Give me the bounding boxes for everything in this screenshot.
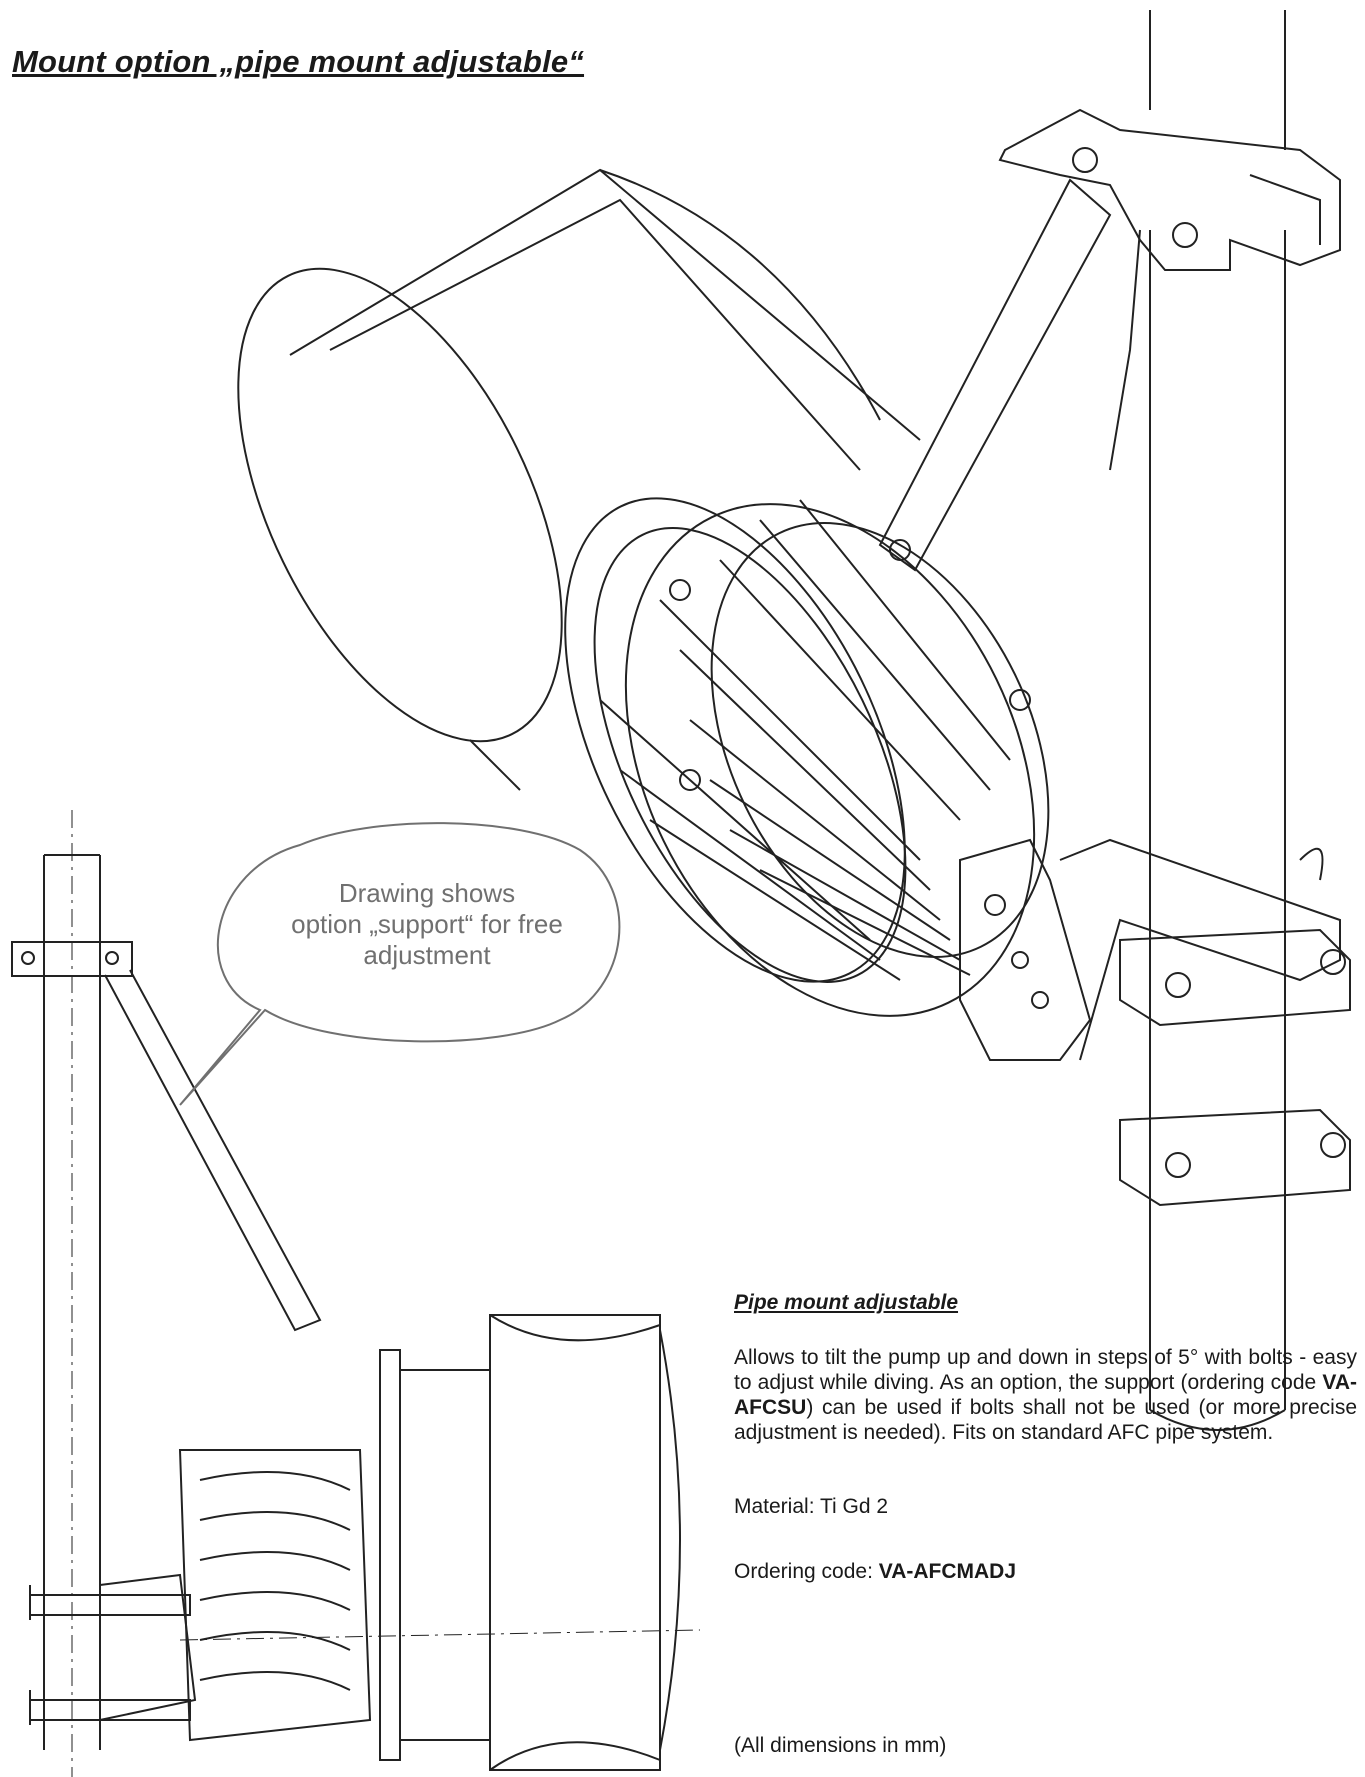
callout-line-3: adjustment — [363, 940, 491, 970]
pipe-body — [1149, 230, 1286, 1410]
callout-line-2: option „support“ for free — [291, 909, 563, 939]
housing-ring — [564, 497, 906, 983]
ordering-code: VA-AFCMADJ — [878, 1560, 1017, 1583]
adjust-plate — [959, 838, 1092, 1061]
dimensions-note: (All dimensions in mm) — [734, 1734, 947, 1757]
housing-front-face — [237, 267, 563, 743]
ordering-label: Ordering code: — [734, 1560, 879, 1583]
pipe-bottom — [1149, 1409, 1286, 1431]
description-text-1: Allows to tilt the pump up and down in s… — [734, 1346, 1357, 1394]
description-block: Pipe mount adjustable Allows to tilt the… — [734, 1290, 1357, 1445]
support-ordering-code: VA-AFCSU — [734, 1371, 1357, 1419]
lower-clamp-1 — [1119, 928, 1351, 1027]
side-bracket — [99, 1573, 197, 1722]
description-body: Allows to tilt the pump up and down in s… — [734, 1345, 1357, 1445]
material-text: Material: Ti Gd 2 — [734, 1495, 889, 1518]
callout-line-1: Drawing shows — [338, 878, 516, 908]
ordering-line: Ordering code: VA-AFCMADJ — [734, 1560, 1016, 1584]
support-strut — [878, 178, 1112, 572]
cage-grill — [624, 503, 1036, 1017]
side-strut — [104, 969, 322, 1332]
description-text-2: ) can be used if bolts shall not be used… — [734, 1396, 1357, 1444]
side-top-clamp — [11, 941, 133, 977]
description-heading: Pipe mount adjustable — [734, 1291, 959, 1314]
side-cage — [178, 1449, 372, 1742]
page-title: Mount option „pipe mount adjustable“ — [12, 44, 585, 79]
callout-text: Drawing shows option „support“ for free … — [232, 878, 622, 971]
pipe-top — [1149, 10, 1286, 150]
top-clamp — [998, 108, 1341, 271]
side-housing — [489, 1314, 661, 1771]
lower-clamp-2 — [1119, 1108, 1351, 1207]
